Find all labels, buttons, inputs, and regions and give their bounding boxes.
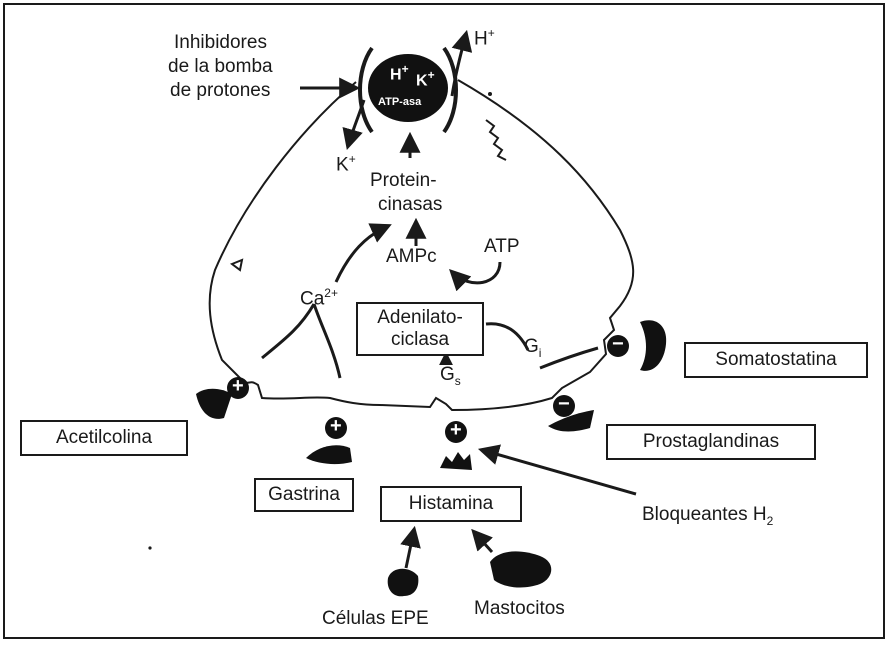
- gi-label: Gi: [524, 336, 541, 364]
- somatostatin-box: Somatostatina: [684, 342, 868, 378]
- speck: [488, 92, 492, 96]
- proteinkinase-label-line2: cinasas: [378, 194, 442, 216]
- gi-text: G: [524, 336, 539, 357]
- proteinkinase-label-line1: Protein-: [370, 170, 437, 192]
- prostaglandins-box: Prostaglandinas: [606, 424, 816, 460]
- gi-subscript: i: [539, 346, 542, 360]
- calcium-charge: 2+: [324, 286, 338, 300]
- inhibitors-label-line2: de la bomba: [168, 56, 273, 78]
- prostaglandin-minus-sign: −: [558, 393, 570, 416]
- histamine-plus-sign: +: [450, 419, 462, 442]
- somatostatin-receptor: [640, 320, 666, 371]
- h2-subscript: 2: [767, 514, 774, 528]
- mast-cells-label: Mastocitos: [474, 598, 565, 620]
- h2-blockers-label: Bloqueantes H2: [642, 504, 773, 532]
- gi-to-somatostatin-path: [540, 348, 598, 368]
- atp-label: ATP: [484, 236, 520, 258]
- gastrin-to-calcium-path: [314, 304, 340, 378]
- pump-enzyme-label: ATP-asa: [378, 96, 421, 108]
- ach-to-calcium-path: [262, 304, 314, 358]
- calcium-label: Ca2+: [300, 282, 338, 310]
- histamine-receptor: [440, 452, 472, 470]
- ampc-label: AMPc: [386, 246, 437, 268]
- h2-blockers-text: Bloqueantes H: [642, 504, 767, 525]
- gs-text: G: [440, 364, 455, 385]
- pump-k-label: K+: [416, 68, 435, 90]
- pump-h-charge: +: [402, 62, 409, 76]
- adenylate-line1: Adenilato-: [377, 307, 463, 329]
- k-influx-arrow: [348, 100, 364, 146]
- gastrin-receptor: [306, 445, 352, 464]
- gs-label: Gs: [440, 364, 461, 392]
- pump-h-label: H+: [390, 62, 409, 84]
- epe-cell-shape: [388, 569, 419, 597]
- pump-k-text: K: [416, 72, 428, 89]
- adenylate-line2: ciclasa: [391, 329, 449, 351]
- membrane-zigzag: [486, 120, 506, 160]
- speck: [148, 546, 151, 549]
- h-out-text: H: [474, 28, 488, 49]
- inhibitors-label-line3: de protones: [170, 80, 270, 102]
- pump-k-charge: +: [428, 68, 435, 82]
- somatostatin-minus-sign: −: [612, 333, 624, 356]
- calcium-to-kinase-arrow: [336, 226, 388, 282]
- k-out-charge: +: [349, 152, 356, 166]
- pump-h-text: H: [390, 66, 402, 83]
- k-out-label: K+: [336, 148, 356, 176]
- ach-plus-sign: +: [232, 375, 244, 398]
- calcium-text: Ca: [300, 288, 324, 309]
- h-out-label: H+: [474, 22, 495, 50]
- epe-to-histamine-arrow: [406, 530, 414, 568]
- h-out-charge: +: [488, 26, 495, 40]
- gastrin-plus-sign: +: [330, 415, 342, 438]
- gi-inhibition-path: [486, 324, 528, 350]
- gs-subscript: s: [455, 374, 461, 388]
- atp-to-ampc-arrow: [452, 262, 500, 283]
- cell-membrane: [210, 80, 634, 410]
- histamine-box: Histamina: [380, 486, 522, 522]
- membrane-triangle: [232, 260, 242, 270]
- mast-to-histamine-arrow: [474, 532, 492, 552]
- inhibitors-label-line1: Inhibidores: [174, 32, 267, 54]
- acetylcholine-receptor: [196, 389, 232, 419]
- gastrin-box: Gastrina: [254, 478, 354, 512]
- adenylate-cyclase-box: Adenilato- ciclasa: [356, 302, 484, 356]
- epe-cells-label: Células EPE: [322, 608, 429, 630]
- mast-cell-shape: [490, 551, 551, 587]
- acetylcholine-box: Acetilcolina: [20, 420, 188, 456]
- k-out-text: K: [336, 154, 349, 175]
